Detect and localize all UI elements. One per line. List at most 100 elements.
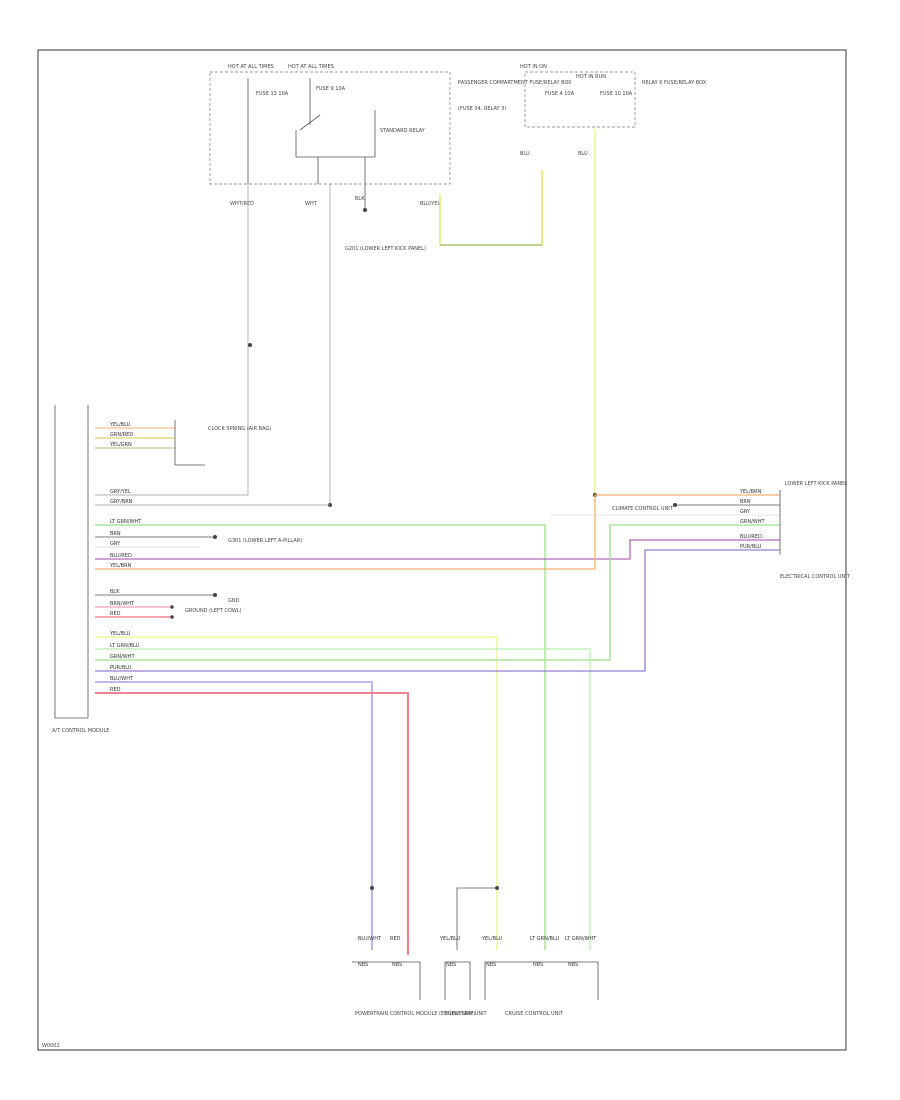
wire-code-6: LT GRN/WHT [110, 519, 142, 525]
bottom-right-connector [484, 961, 599, 1000]
bottom-label-2: RED [390, 936, 401, 942]
pin-group-top: CLOCK SPRING (AIR BAG) YEL/BLU GRN/RED Y… [95, 420, 271, 466]
wire-code-16: GRN/WHT [110, 654, 135, 660]
wire-lt-green-long [95, 524, 546, 950]
fuse-name-right: FUSE 4 10A [545, 91, 575, 97]
splice-red [170, 615, 174, 619]
pin-group-bracket [174, 420, 205, 466]
wire-lt-grn-blu [95, 648, 591, 950]
bottom-pin-6: NBS [568, 962, 578, 968]
fuse-box-right-outline [524, 71, 636, 128]
fuse-box-top-left: HOT AT ALL TIMES HOT AT ALL TIMES FUSE 1… [209, 64, 572, 252]
bottom-left-connector [352, 961, 421, 1000]
diagram-frame [37, 49, 847, 1051]
fuse-name-left: FUSE 13 10A [256, 91, 289, 97]
wire-bottom-branch [456, 887, 497, 950]
bottom-label-4: YEL/BLU [481, 936, 503, 942]
wire-code-19: RED [110, 687, 121, 693]
bottom-mid-connector [444, 961, 471, 1000]
upper-wire-5: BLU [520, 151, 530, 157]
wire-yellow-loop [439, 170, 543, 246]
bottom-pin-4: NBS [486, 962, 496, 968]
wire-code-17: PUR/BLU [110, 665, 132, 671]
wire-grn-wht [95, 524, 780, 661]
bottom-label-3: YEL/BLU [439, 936, 461, 942]
fuse-name-mid: FUSE 9 10A [316, 86, 346, 92]
right-label-7: LOWER LEFT KICK PANEL [785, 481, 847, 487]
ground-point [363, 208, 367, 212]
bottom-left-label: POWERTRAIN CONTROL MODULE (ENGINE SIDE) [355, 1011, 475, 1017]
fuse-title-left: HOT AT ALL TIMES [228, 64, 274, 70]
wire-code-11: BLK [110, 589, 120, 595]
right-label-2: BRN [740, 499, 751, 505]
bottom-right-label: CRUISE CONTROL UNIT [505, 1011, 564, 1017]
wire-code-2: GRN/RED [110, 432, 133, 438]
wire-code-10: YEL/BRN [109, 563, 132, 569]
relay-note: STANDARD RELAY [380, 128, 426, 134]
splice-blk [213, 593, 217, 597]
splice-brn-wht [170, 605, 174, 609]
wire-code-13: RED [110, 611, 121, 617]
right-label-1: YEL/BRN [739, 489, 762, 495]
right-label-3: GRY [740, 509, 751, 515]
splice-right-brn [673, 503, 677, 507]
passenger-box-note: PASSENGER COMPARTMENT FUSE/RELAY BOX [458, 80, 572, 86]
fuse-title-right-2: HOT IN RUN [576, 74, 606, 80]
wire-code-12: BRN/WHT [110, 601, 135, 607]
ground-note: G201 (LOWER LEFT KICK PANEL) [345, 246, 426, 252]
right-label-6: PUR/BLU [740, 544, 762, 550]
bottom-mid-label: FUEL PUMP UNIT [445, 1011, 488, 1017]
bottom-label-5: LT GRN/BLU [530, 936, 559, 942]
right-box-note: RELAY 6 FUSE/RELAY BOX [642, 80, 707, 86]
stud-note: G301 (LOWER LEFT A-PILLAR) [228, 538, 302, 544]
ground-note2: GROUND (LEFT COWL) [185, 608, 242, 614]
wire-code-7: BRN [110, 531, 121, 537]
bottom-pin-2: NBS [392, 962, 402, 968]
bottom-pin-1: NBS [358, 962, 368, 968]
right-label-5: BLU/RED [740, 534, 762, 540]
wire-code-9: BLU/RED [110, 553, 132, 559]
upper-wire-2: WHT [305, 201, 318, 207]
left-unit-outline [54, 405, 88, 719]
bottom-pin-5: NBS [533, 962, 543, 968]
diagram-code: W0002 [42, 1043, 60, 1049]
pin-group-label: CLOCK SPRING (AIR BAG) [208, 426, 271, 432]
bottom-pin-3: NBS [446, 962, 456, 968]
splice-left [248, 343, 252, 347]
wire-code-5: GRY/BRN [110, 499, 133, 505]
splice-bottom-blue [370, 886, 374, 890]
right-unit-label: ELECTRICAL CONTROL UNIT [780, 574, 851, 580]
wire-code-8: GRY [110, 541, 121, 547]
wire-code-15: LT GRN/BLU [110, 643, 139, 649]
wire-yel-blu [95, 636, 498, 950]
wire-red-long [95, 692, 409, 955]
fuse-title-mid: HOT AT ALL TIMES [288, 64, 334, 70]
wire-code-18: BLU/WHT [110, 676, 134, 682]
right-label-4: GRN/WHT [740, 519, 765, 525]
passenger-box-note-2: (FUSE 34, RELAY 3) [458, 106, 506, 112]
wire-code-3: YEL/GRN [109, 442, 132, 448]
upper-wire-3: BLK [355, 196, 365, 202]
wire-blu-wht [95, 681, 373, 950]
relay-contacts [295, 110, 376, 158]
ground-g: GND [228, 598, 240, 604]
upper-wire-1: WHT/RED [230, 201, 254, 207]
wire-code-1: YEL/BLU [109, 422, 131, 428]
bottom-label-1: BLU/WHT [358, 936, 382, 942]
upper-wire-4: BLU/YEL [420, 201, 441, 207]
fuse-title-right: HOT IN ON [520, 64, 547, 70]
wire-code-14: YEL/BLU [109, 631, 131, 637]
fuse-name-right-2: FUSE 10 10A [600, 91, 633, 97]
splice-brn [213, 535, 217, 539]
upper-wire-6: BLU [578, 151, 588, 157]
left-control-unit: A/T CONTROL MODULE [52, 405, 109, 734]
wire-code-4: GRY/YEL [110, 489, 131, 495]
wire-purple [95, 539, 780, 560]
right-module-note: CLIMATE CONTROL UNIT [612, 506, 674, 512]
fuse-box-top-right: HOT IN ON HOT IN RUN FUSE 4 10A FUSE 10 … [520, 64, 707, 157]
bottom-label-6: LT GRN/WHT [565, 936, 597, 942]
wire-pur-blu [95, 549, 780, 672]
wire-orange [95, 494, 780, 570]
